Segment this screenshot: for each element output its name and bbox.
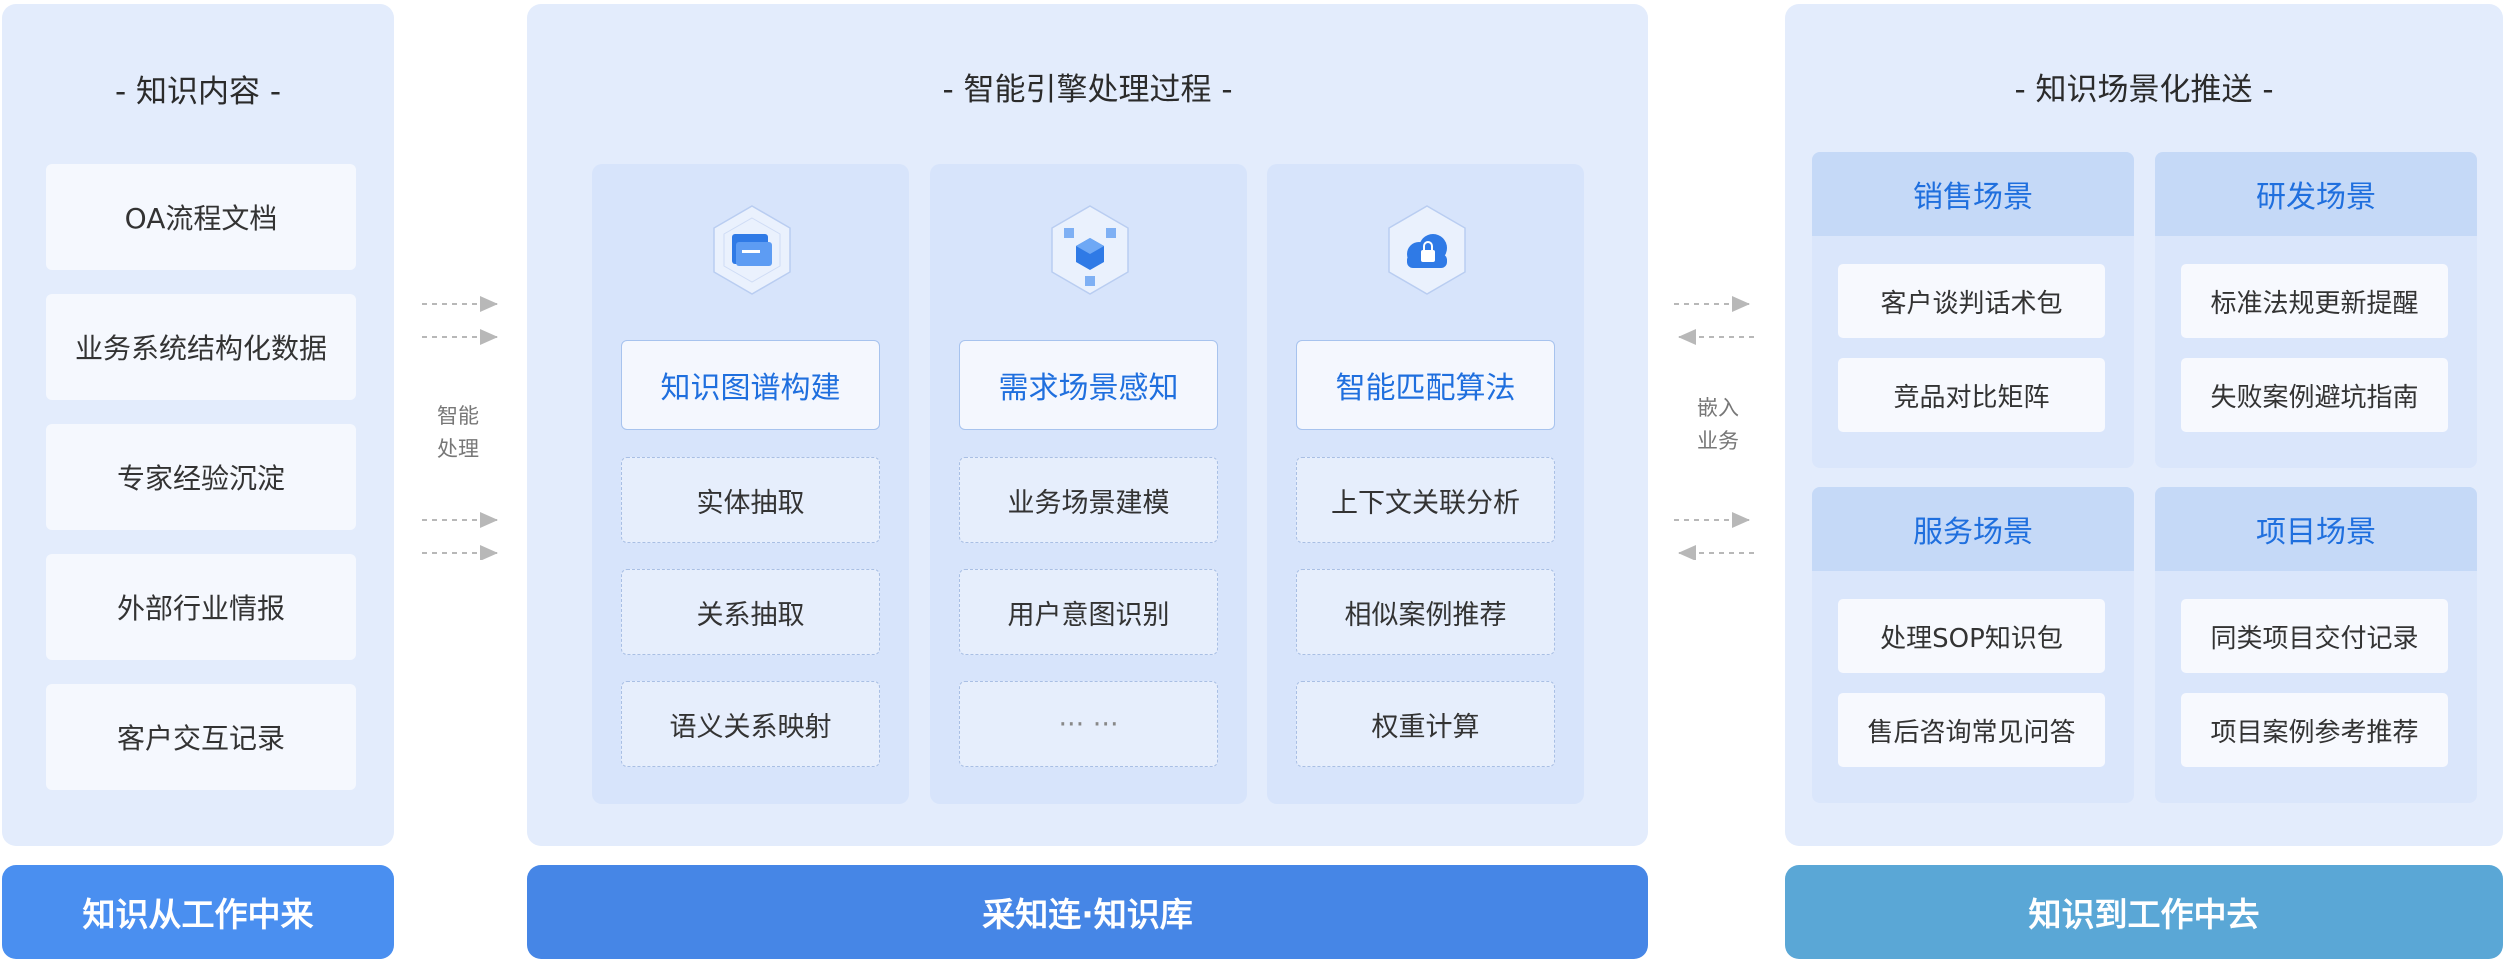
source-item-customer-records: 客户交互记录 (46, 684, 356, 790)
cube-network-icon (1051, 205, 1129, 295)
engine-column-item: 业务场景建模 (959, 457, 1218, 543)
flow-label-line: 业务 (1697, 429, 1739, 453)
scene-card-item: 失败案例避坑指南 (2181, 358, 2448, 432)
flow-label-smart-processing: 智能 处理 (420, 400, 496, 466)
flow-label-line: 嵌入 (1697, 396, 1739, 420)
engine-column-item: 相似案例推荐 (1296, 569, 1555, 655)
scene-card-item: 售后咨询常见问答 (1838, 693, 2105, 767)
scene-push-title: - 知识场景化推送 - (2014, 72, 2274, 108)
scene-card-rnd: 研发场景 标准法规更新提醒 失败案例避坑指南 (2155, 152, 2477, 468)
engine-process-title: - 智能引擎处理过程 - (942, 72, 1233, 108)
scene-card-project: 项目场景 同类项目交付记录 项目案例参考推荐 (2155, 487, 2477, 803)
engine-column-item: 语义关系映射 (621, 681, 880, 767)
scene-card-item: 处理SOP知识包 (1838, 599, 2105, 673)
engine-column-item: ··· ··· (959, 681, 1218, 767)
flow-label-embed-business: 嵌入 业务 (1680, 392, 1756, 458)
flow-arrows-left (422, 296, 498, 560)
source-item-expert-experience: 专家经验沉淀 (46, 424, 356, 530)
scene-card-item: 标准法规更新提醒 (2181, 264, 2448, 338)
scene-card-item: 同类项目交付记录 (2181, 599, 2448, 673)
folder-icon (713, 205, 791, 295)
scene-card-head: 销售场景 (1812, 152, 2134, 236)
engine-column-item: 实体抽取 (621, 457, 880, 543)
engine-column-item: 用户意图识别 (959, 569, 1218, 655)
engine-column-head: 智能匹配算法 (1296, 340, 1555, 430)
source-item-oa-docs: OA流程文档 (46, 164, 356, 270)
knowledge-content-title: - 知识内容 - (114, 74, 282, 110)
engine-column-matching-algorithm: 智能匹配算法 上下文关联分析 相似案例推荐 权重计算 (1267, 164, 1584, 804)
scene-card-item: 项目案例参考推荐 (2181, 693, 2448, 767)
source-item-industry-intel: 外部行业情报 (46, 554, 356, 660)
engine-column-scene-awareness: 需求场景感知 业务场景建模 用户意图识别 ··· ··· (930, 164, 1247, 804)
bottom-bar-knowledge-base: 采知连·知识库 (527, 865, 1648, 959)
scene-card-item: 竞品对比矩阵 (1838, 358, 2105, 432)
scene-card-sales: 销售场景 客户谈判话术包 竞品对比矩阵 (1812, 152, 2134, 468)
bottom-bar-from-work: 知识从工作中来 (2, 865, 394, 959)
knowledge-content-panel: - 知识内容 - OA流程文档 业务系统结构化数据 专家经验沉淀 外部行业情报 … (2, 4, 394, 846)
flow-label-line: 智能 (437, 404, 479, 428)
scene-card-head: 研发场景 (2155, 152, 2477, 236)
scene-card-service: 服务场景 处理SOP知识包 售后咨询常见问答 (1812, 487, 2134, 803)
engine-column-item: 关系抽取 (621, 569, 880, 655)
cloud-lock-icon (1388, 205, 1466, 295)
scene-card-head: 服务场景 (1812, 487, 2134, 571)
scene-push-panel: - 知识场景化推送 - 销售场景 客户谈判话术包 竞品对比矩阵 研发场景 标准法… (1785, 4, 2503, 846)
flow-label-line: 处理 (437, 437, 479, 461)
scene-card-head: 项目场景 (2155, 487, 2477, 571)
scene-card-item: 客户谈判话术包 (1838, 264, 2105, 338)
flow-arrows-right (1674, 296, 1754, 560)
engine-column-head: 知识图谱构建 (621, 340, 880, 430)
engine-column-knowledge-graph: 知识图谱构建 实体抽取 关系抽取 语义关系映射 (592, 164, 909, 804)
engine-process-panel: - 智能引擎处理过程 - 知识图谱构建 实体抽取 关系抽取 语义关系映射 需求场… (527, 4, 1648, 846)
engine-column-head: 需求场景感知 (959, 340, 1218, 430)
engine-column-item: 上下文关联分析 (1296, 457, 1555, 543)
engine-column-item: 权重计算 (1296, 681, 1555, 767)
source-item-structured-data: 业务系统结构化数据 (46, 294, 356, 400)
bottom-bar-to-work: 知识到工作中去 (1785, 865, 2503, 959)
